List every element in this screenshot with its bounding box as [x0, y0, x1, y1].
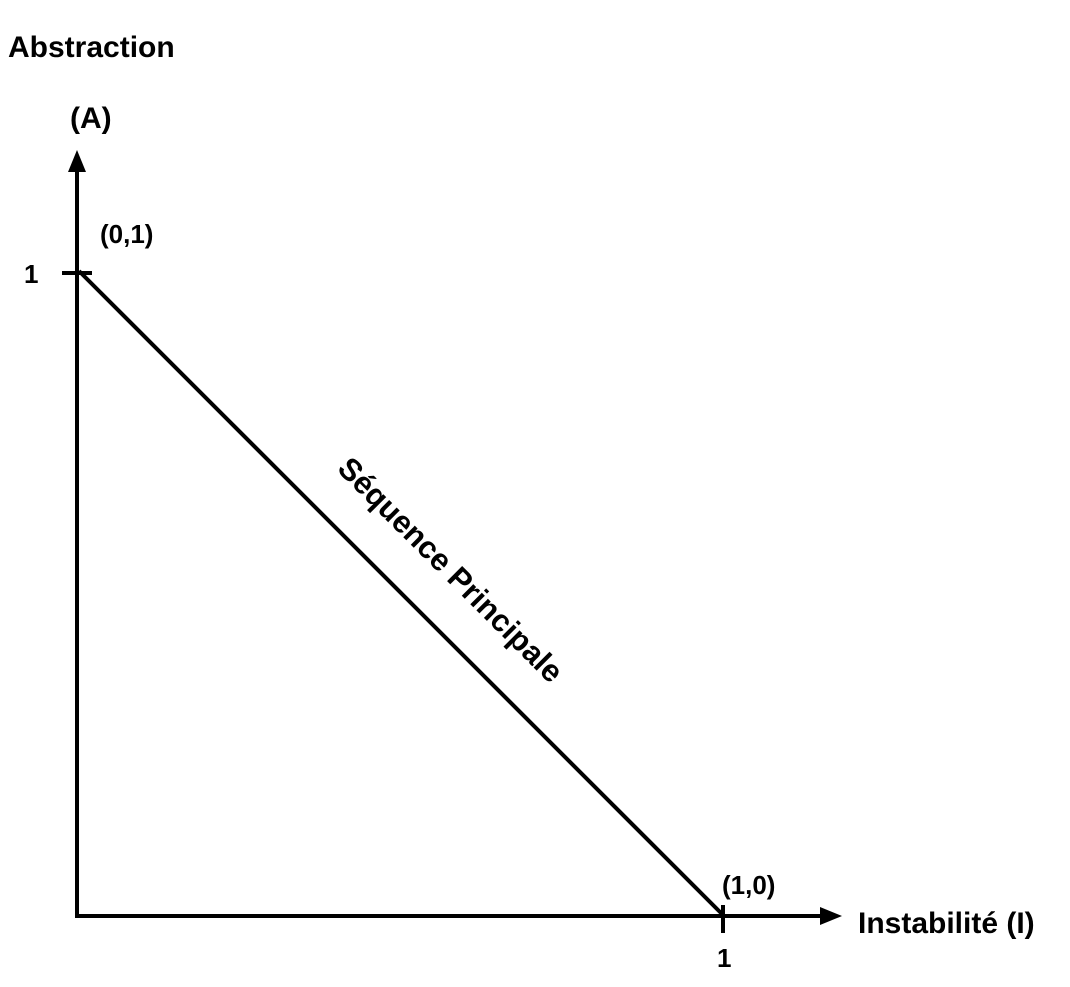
main-sequence-line [77, 269, 724, 916]
y-axis-arrowhead-icon [68, 150, 86, 172]
point-label-top-left: (0,1) [100, 219, 153, 249]
x-axis-title: Instabilité (I) [858, 907, 1035, 940]
x-axis-arrowhead-icon [820, 907, 842, 925]
point-label-bottom-right: (1,0) [722, 870, 775, 900]
y-axis-tick-label: 1 [24, 259, 38, 289]
main-sequence-label: Séquence Principale [331, 450, 570, 689]
x-axis-tick-label: 1 [717, 943, 731, 973]
y-axis-title-line2: (A) [70, 102, 112, 135]
y-axis-title-line1: Abstraction [8, 31, 175, 64]
